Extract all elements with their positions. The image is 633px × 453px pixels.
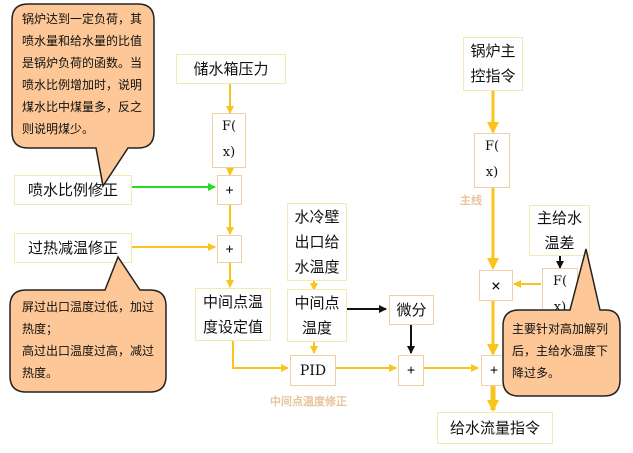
sum-block-2: + <box>217 235 242 263</box>
box-main-feedwater-temp-diff: 主给水 温差 <box>529 205 590 256</box>
box-water-tank-pressure: 储水箱压力 <box>176 54 286 84</box>
box-midpoint-temp-setpoint: 中间点温 度设定值 <box>195 288 271 341</box>
callout-bubble-right <box>502 248 621 397</box>
box-superheat-correction: 过热减温修正 <box>14 233 132 263</box>
label: 储水箱压力 <box>193 59 269 78</box>
multiply-block: × <box>479 270 513 301</box>
caption-main-line: 主线 <box>460 194 482 207</box>
caption-midpoint-temp-correction: 中间点温度修正 <box>270 395 347 408</box>
box-waterwall-outlet-temp: 水冷壁 出口给 水温度 <box>287 203 347 281</box>
pid-block: PID <box>290 355 336 386</box>
sum-block-3: + <box>398 355 424 386</box>
callout-bubble-top-left <box>11 3 155 188</box>
box-differential: 微分 <box>389 295 434 325</box>
sum-block-1: + <box>217 175 242 205</box>
box-midpoint-temp: 中间点 温度 <box>287 289 347 342</box>
fx-block-left: F( x) <box>212 113 246 168</box>
callout-text-top-left: 锅炉达到一定负荷，其 喷水量和给水量的比值 是锅炉负荷的函数。当 喷水比例增加时… <box>22 12 143 136</box>
box-boiler-master-command: 锅炉主 控指令 <box>463 37 523 91</box>
box-spray-ratio-correction: 喷水比例修正 <box>14 175 132 205</box>
arrow-setpoint-to-pid <box>232 341 289 372</box>
callout-bubble-bottom-left <box>9 255 167 393</box>
box-feedwater-flow-command: 给水流量指令 <box>437 412 553 444</box>
callout-text-right: 主要针对高加解列 后，主给水温度下 降过多。 <box>512 322 609 380</box>
fx-block-main: F( x) <box>474 133 510 188</box>
callout-text-bottom-left: 屏过出口温度过低，加过 热度； 高过出口温度过高，减过 热度。 <box>22 300 155 380</box>
